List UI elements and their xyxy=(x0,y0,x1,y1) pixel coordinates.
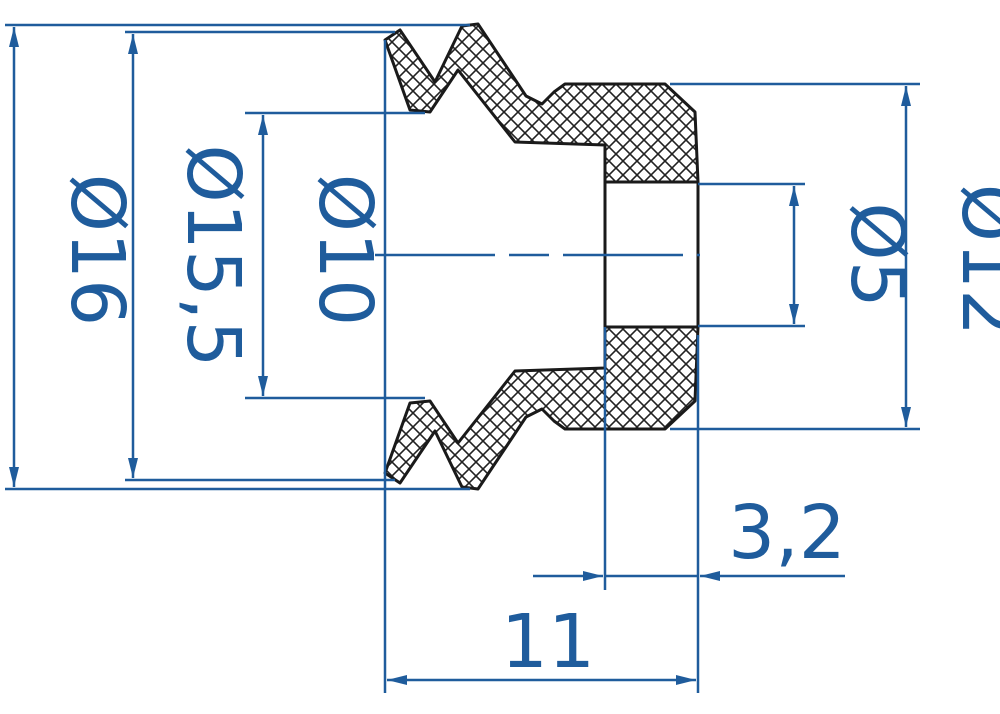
dim-label-d12: Ø12 xyxy=(945,184,1000,336)
dim-label-d15-5: Ø15,5 xyxy=(170,144,256,367)
dim-label-d16: Ø16 xyxy=(54,174,140,326)
dim-label-length: 11 xyxy=(501,599,595,685)
suction-cup-section xyxy=(383,22,700,491)
dim-label-d5: Ø5 xyxy=(834,202,920,307)
lower-bellows-section xyxy=(383,325,700,491)
dim-label-wall: 3,2 xyxy=(728,490,846,576)
dim-label-d10: Ø10 xyxy=(302,174,388,326)
upper-bellows-section xyxy=(383,22,700,184)
dimension-lines xyxy=(5,23,920,693)
